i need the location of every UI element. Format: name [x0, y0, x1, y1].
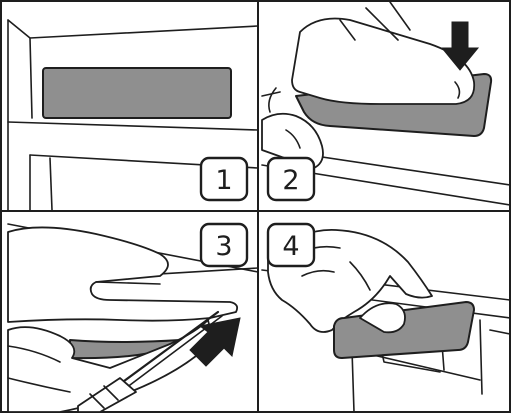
step-number-3: 3: [215, 231, 232, 262]
step-number-1: 1: [215, 165, 232, 196]
pry-up-arrow-icon: [190, 318, 240, 366]
step-badge-4: 4: [268, 224, 314, 266]
step-badge-3: 3: [201, 224, 247, 266]
step-number-4: 4: [282, 231, 299, 262]
step-number-2: 2: [282, 165, 299, 196]
step-badge-2: 2: [268, 158, 314, 200]
control-panel-cover: [43, 68, 231, 118]
step-badge-1: 1: [201, 158, 247, 200]
